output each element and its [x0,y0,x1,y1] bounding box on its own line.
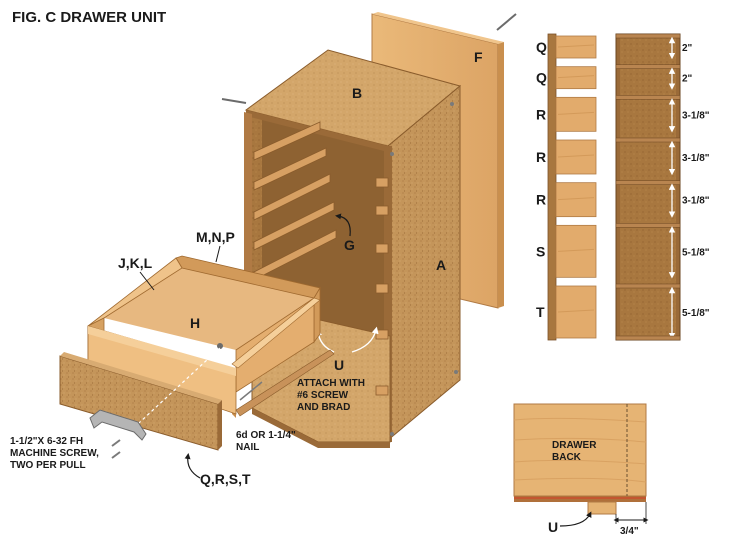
part-label-u: U [334,357,344,373]
part-label-f: F [474,49,483,65]
part-label-h: H [190,315,200,331]
spacing-label: 5-1/8" [682,247,710,258]
drawer-back-detail [513,403,649,524]
screw-icon [111,451,121,459]
drawer-front-piece [555,139,597,175]
nail-note: 6d OR 1-1/4" NAIL [236,430,299,453]
screw-icon [111,439,121,447]
machine-screw-note: 1-1/2"X 6-32 FH MACHINE SCREW, TWO PER P… [10,436,102,471]
detail-label-u: U [548,519,558,535]
part-label-a: A [436,257,446,273]
cabinet [244,49,462,448]
leader-arrow [335,213,351,237]
drawer-front-piece [555,35,597,59]
part-label-mnp: M,N,P [196,229,235,245]
part-label-jkl: J,K,L [118,255,153,271]
spacing-label: 5-1/8" [682,308,710,319]
part-label-b: B [352,85,362,101]
leader-line [139,271,155,291]
spacing-label: 2" [682,74,693,85]
drawer-front [59,352,222,451]
spacing-label: 2" [682,43,693,54]
front-letter-label: R [536,149,546,165]
front-letter-label: Q [536,70,547,86]
front-letter-label: R [536,106,546,122]
spacing-panel: 2" 2" 3-1/8" 3-1/8" 3-1/8" 5-1/8" 5-1/8" [615,33,710,341]
attach-note: ATTACH WITH #6 SCREW AND BRAD [297,378,368,413]
front-letter-label: T [536,304,545,320]
part-label-g: G [344,237,355,253]
leader-line [215,245,221,263]
front-letter-label: S [536,243,545,259]
spacing-label: 3-1/8" [682,110,710,121]
spacing-label: 3-1/8" [682,196,710,207]
leader-arrow [351,326,379,353]
drawer-box [87,255,335,418]
drawer-back-label: DRAWER BACK [552,440,599,463]
figure-title: FIG. C DRAWER UNIT [12,9,166,26]
screw-icon [496,13,517,31]
nail-icon [239,381,263,401]
screw-icon [221,98,247,104]
drawer-fronts-stack: QQ R R R S T [536,33,597,341]
drawer-front-piece [555,66,597,90]
part-label-qrst: Q,R,S,T [200,471,251,487]
leader-arrow [184,453,201,479]
drawer-pull-icon [89,409,147,441]
spacing-label: 3-1/8" [682,153,710,164]
leader-arrow [559,511,592,527]
front-letter-label: R [536,192,546,208]
detail-dimension: 3/4" [620,526,639,537]
front-letter-label: Q [536,39,547,55]
